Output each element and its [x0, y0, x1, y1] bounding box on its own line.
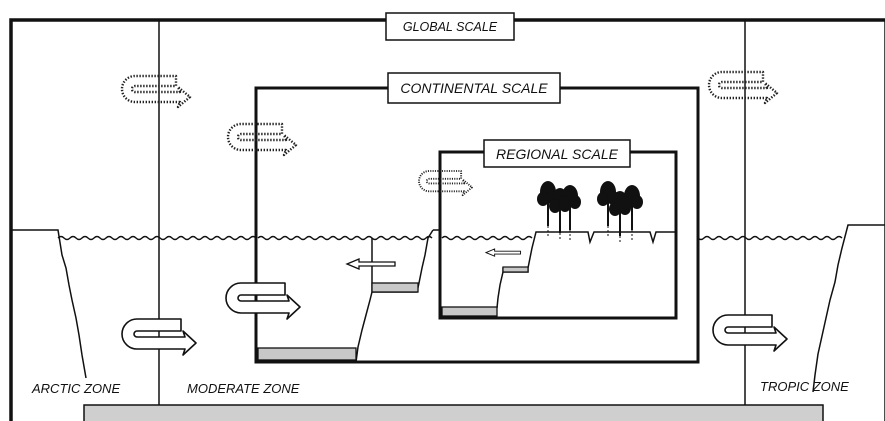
left-shelf — [11, 230, 86, 378]
atmospheric-circulation-icon — [122, 76, 190, 107]
global-scale-label: GLOBAL SCALE — [403, 20, 498, 34]
regional-frame — [440, 152, 676, 318]
regional-sediment-lower — [442, 307, 497, 316]
arctic-zone-label: ARCTIC ZONE — [31, 381, 120, 396]
continental-sediment-upper — [372, 283, 418, 292]
atmospheric-circulation-icon — [709, 72, 777, 103]
ocean-circulation-icon — [713, 315, 787, 351]
continental-scale-label: CONTINENTAL SCALE — [400, 80, 548, 96]
tropic-zone-label: TROPIC ZONE — [760, 379, 849, 394]
ocean-circulation-icon — [122, 319, 196, 355]
regional-sediment-upper — [503, 267, 528, 272]
moderate-zone-label: MODERATE ZONE — [187, 381, 300, 396]
basement-bar — [84, 405, 823, 421]
sea-surface-right — [680, 237, 842, 240]
regional-scale-label: REGIONAL SCALE — [496, 146, 619, 162]
continental-sediment-lower — [258, 348, 356, 360]
right-shelf — [813, 225, 885, 392]
